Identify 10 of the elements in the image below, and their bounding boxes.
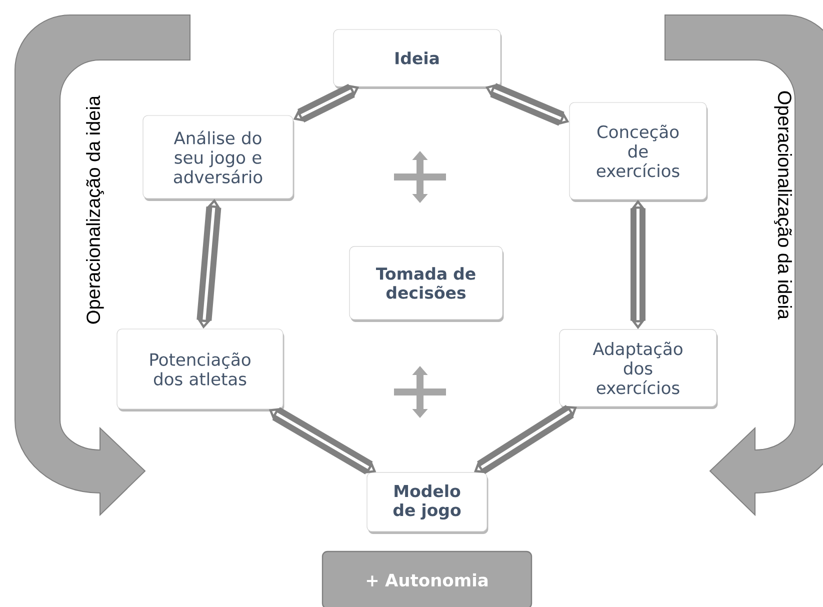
process-box: Ideia (333, 29, 502, 89)
process-box: Tomada de decisões (349, 246, 504, 322)
side-label: Operacionalização da ideia (774, 91, 792, 320)
autonomy-box: + Autonomia (322, 550, 532, 607)
process-box: Adaptação dos exercícios (559, 329, 718, 409)
side-label: Operacionalização da ideia (86, 95, 104, 324)
process-box: Potenciação dos atletas (116, 328, 284, 412)
process-box: Conceção de exercícios (569, 102, 708, 202)
process-box: Análise do seu jogo e adversário (142, 115, 294, 201)
process-box: Modelo de jogo (366, 472, 488, 534)
